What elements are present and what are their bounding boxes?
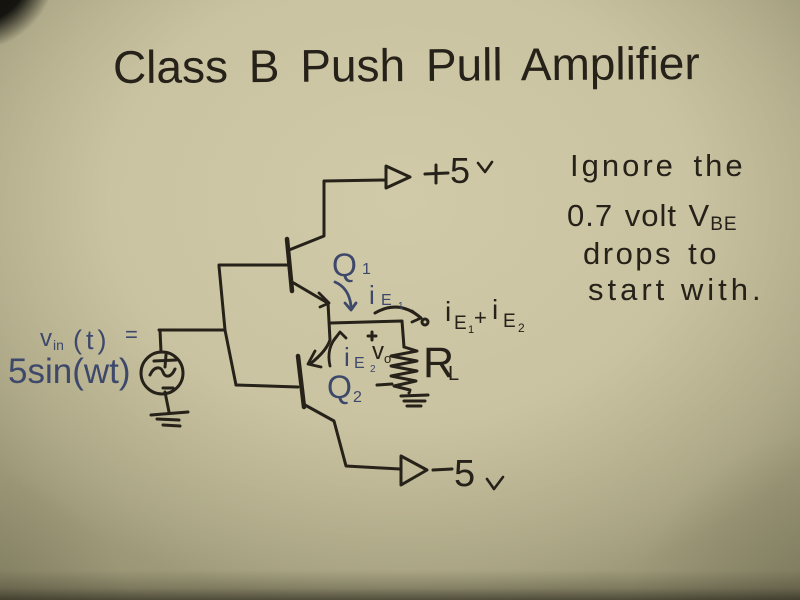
- svg-text:Class B Push Pull Amplifier: Class B Push Pull Amplifier: [113, 37, 700, 93]
- svg-text:E: E: [503, 311, 516, 332]
- svg-text:+: +: [474, 305, 487, 330]
- svg-text:v: v: [40, 325, 52, 352]
- svg-text:(t): (t): [73, 325, 110, 355]
- svg-text:L: L: [448, 363, 459, 385]
- svg-text:2: 2: [518, 321, 525, 335]
- svg-text:R: R: [423, 339, 454, 387]
- svg-text:5: 5: [450, 150, 470, 191]
- svg-text:Q: Q: [327, 369, 352, 405]
- svg-text:2: 2: [370, 364, 376, 375]
- svg-text:i: i: [369, 280, 375, 310]
- svg-text:1: 1: [468, 324, 474, 336]
- svg-text:i: i: [492, 294, 498, 325]
- svg-text:Ignore the: Ignore the: [570, 148, 746, 183]
- svg-text:i: i: [445, 296, 451, 327]
- svg-text:0.7 volt VBE: 0.7 volt VBE: [567, 198, 738, 235]
- svg-text:1: 1: [398, 301, 404, 312]
- svg-text:5sin(wt): 5sin(wt): [8, 352, 131, 391]
- svg-text:v: v: [372, 338, 384, 365]
- svg-text:start with.: start with.: [588, 272, 765, 307]
- svg-text:E: E: [381, 292, 392, 309]
- svg-text:1: 1: [362, 261, 371, 278]
- svg-text:5: 5: [454, 453, 475, 495]
- svg-text:Q: Q: [332, 247, 357, 283]
- svg-text:drops to: drops to: [583, 236, 719, 271]
- svg-text:2: 2: [353, 389, 362, 406]
- svg-text:=: =: [125, 322, 138, 347]
- svg-text:E: E: [354, 355, 365, 372]
- svg-text:in: in: [53, 337, 64, 353]
- svg-text:i: i: [344, 342, 350, 372]
- svg-text:o: o: [384, 351, 391, 366]
- svg-text:E: E: [454, 313, 467, 334]
